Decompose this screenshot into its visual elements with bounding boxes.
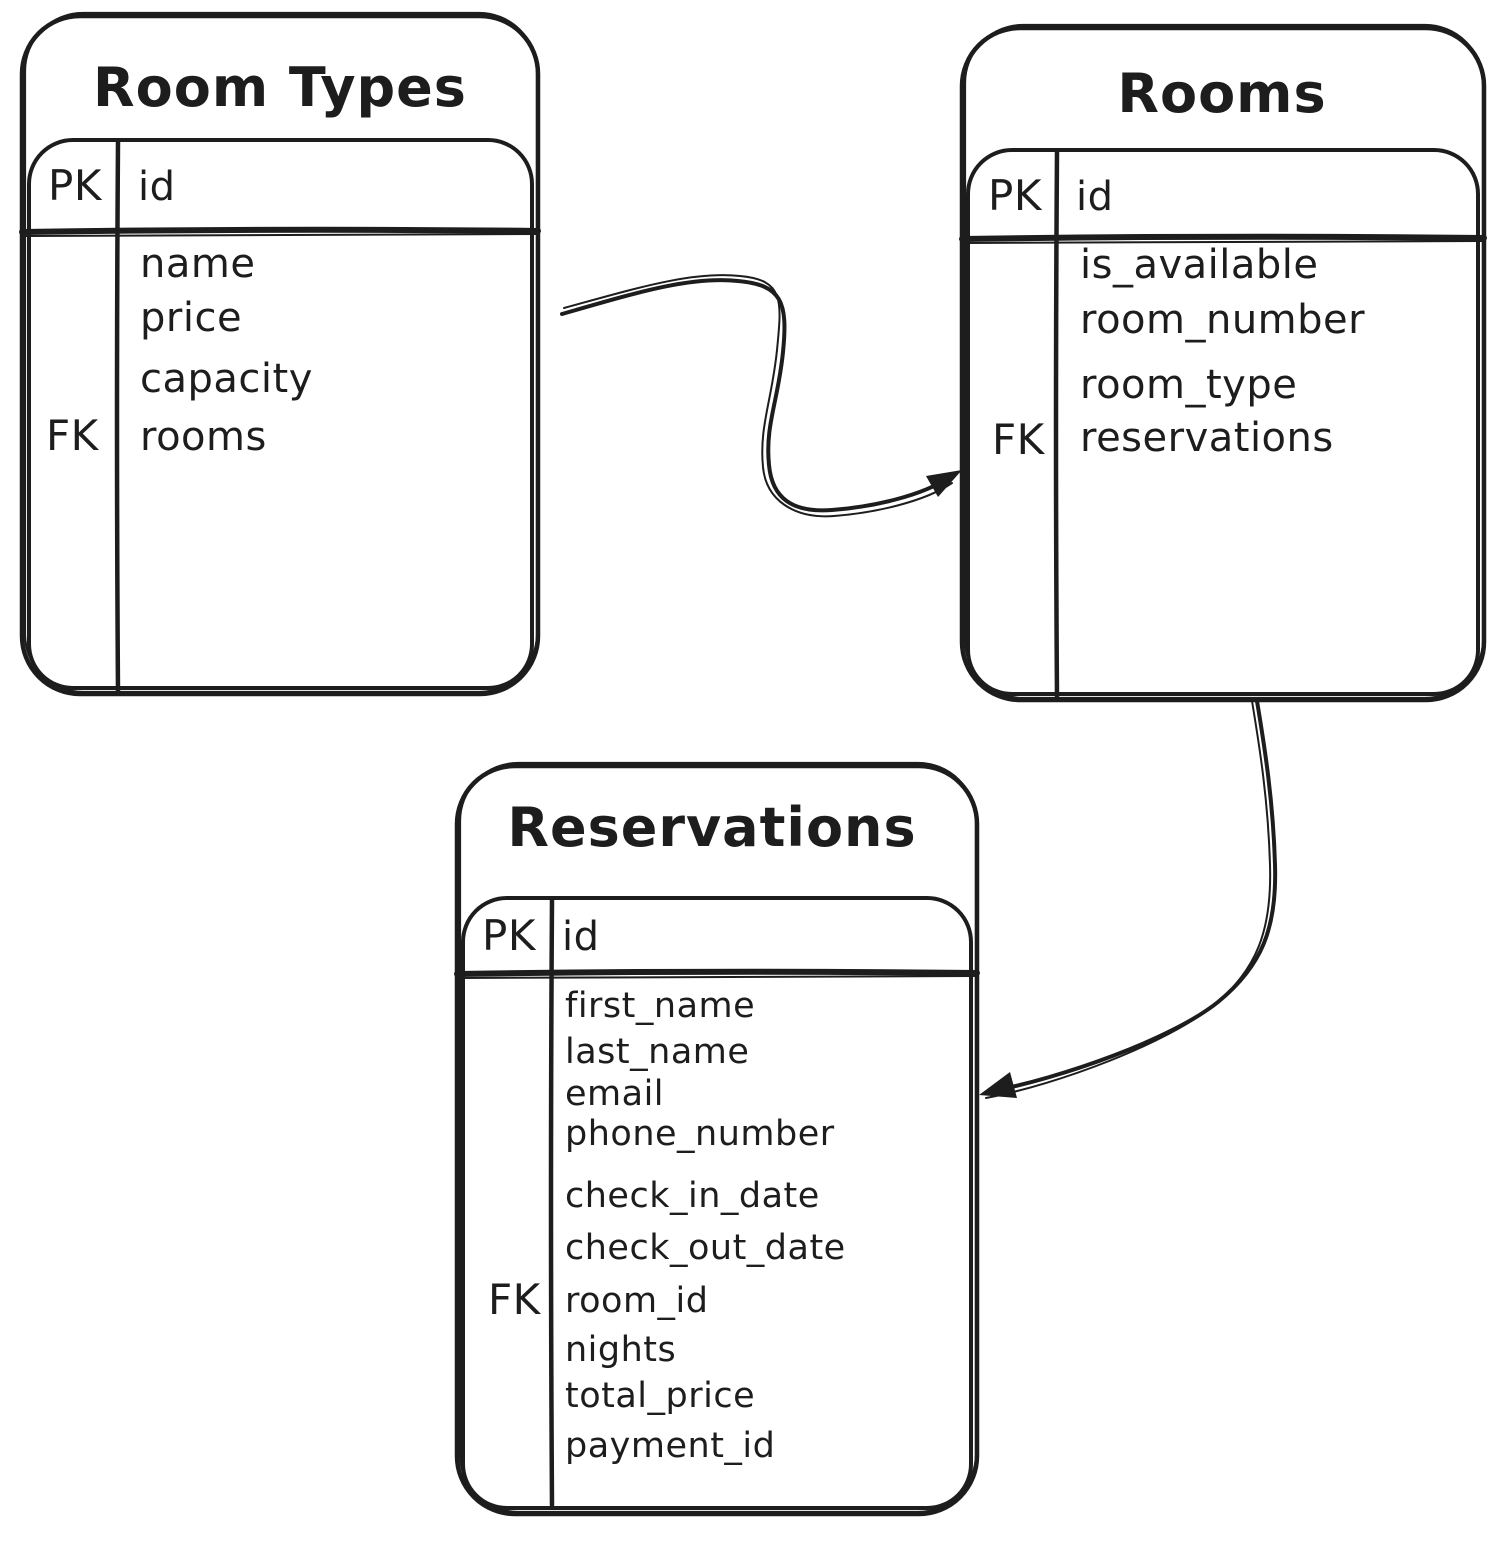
reservations-field-room-id: room_id [565, 1281, 709, 1321]
reservations-field-payment-id: payment_id [565, 1426, 776, 1466]
room-types-field-name: name [140, 241, 256, 287]
reservations-table-shape [454, 761, 980, 1517]
room-types-field-price: price [140, 295, 243, 341]
rooms-title: Rooms [1117, 62, 1327, 125]
room-types-title: Room Types [93, 56, 467, 119]
reservations-title: Reservations [507, 796, 917, 859]
reservations-fk-label: FK [488, 1275, 541, 1324]
reservations-field-first-name: first_name [565, 986, 756, 1026]
room-types-table-shape [19, 11, 541, 697]
rooms-table-shape [959, 23, 1487, 703]
room-types-pk-label: PK [48, 161, 102, 210]
room-types-field-capacity: capacity [140, 356, 313, 402]
reservations-pk-field: id [562, 914, 600, 960]
room-types-pk-field: id [138, 164, 176, 210]
reservations-field-total-price: total_price [565, 1376, 756, 1416]
reservations-field-check-out-date: check_out_date [565, 1228, 846, 1268]
relation-arrow-room-types-to-rooms [560, 274, 962, 518]
room-types-field-rooms: rooms [140, 414, 267, 460]
reservations-field-email: email [565, 1074, 665, 1114]
rooms-pk-field: id [1076, 174, 1114, 220]
relation-arrow-rooms-to-reservations [979, 699, 1278, 1099]
room-types-fk-label: FK [46, 411, 99, 460]
rooms-fk-label: FK [992, 415, 1045, 464]
rooms-pk-label: PK [988, 171, 1042, 220]
rooms-field-room-number: room_number [1080, 297, 1366, 343]
reservations-field-check-in-date: check_in_date [565, 1176, 820, 1216]
arrowhead-to-reservations [979, 1072, 1017, 1098]
reservations-field-phone-number: phone_number [565, 1114, 835, 1154]
rooms-field-is-available: is_available [1080, 242, 1319, 288]
reservations-pk-label: PK [482, 911, 536, 960]
rooms-field-room-type: room_type [1080, 362, 1298, 408]
rooms-field-reservations: reservations [1080, 415, 1334, 461]
reservations-field-last-name: last_name [565, 1032, 750, 1072]
reservations-field-nights: nights [565, 1330, 677, 1370]
arrowhead-to-rooms [926, 470, 962, 497]
